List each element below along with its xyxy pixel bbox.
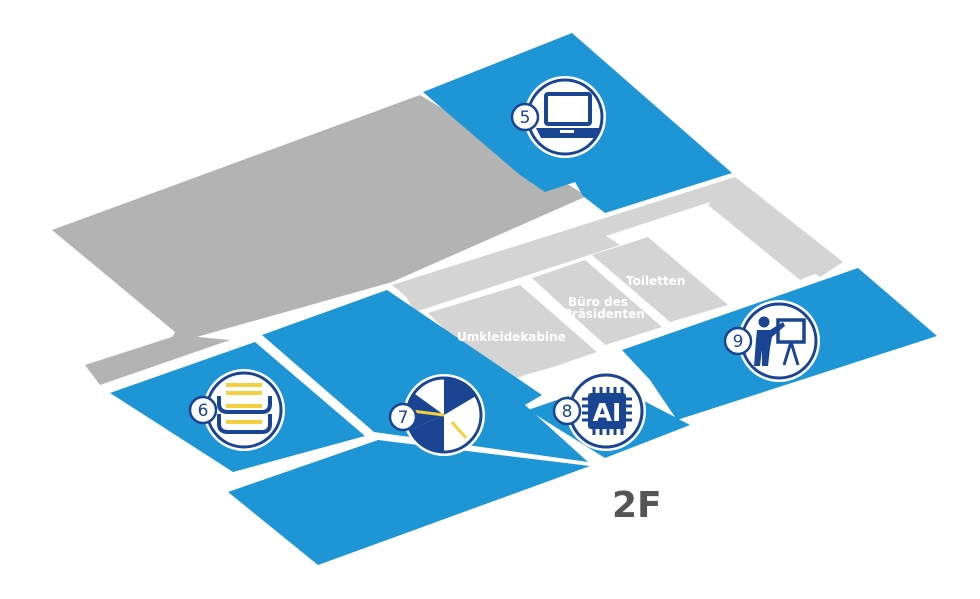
label-president-office-line2: Präsidenten xyxy=(563,307,645,321)
marker-number-5: 5 xyxy=(520,108,531,128)
room-president-office[interactable] xyxy=(532,260,662,345)
marker-9[interactable]: 9 xyxy=(723,300,820,382)
label-toilets: Toiletten xyxy=(626,274,685,288)
ai-chip-label: AI xyxy=(593,398,622,427)
marker-number-9: 9 xyxy=(733,332,744,352)
gray-strip-left xyxy=(85,335,230,385)
marker-number-7: 7 xyxy=(398,408,409,428)
corridor-bottom xyxy=(405,232,620,312)
marker-7[interactable]: 7 xyxy=(388,374,485,456)
laptop-icon xyxy=(536,92,600,138)
floor-label: 2F xyxy=(612,485,662,526)
marker-6[interactable]: 6 xyxy=(188,369,285,451)
presenter-icon xyxy=(754,316,806,366)
marker-number-8: 8 xyxy=(562,402,573,422)
room-changing-room[interactable] xyxy=(428,285,597,383)
label-president-office-line1: Büro des xyxy=(568,295,628,309)
room-toilets[interactable] xyxy=(592,237,728,322)
ai-chip-icon: AI xyxy=(582,387,632,435)
marker-5[interactable]: 5 xyxy=(510,76,606,158)
room-7-statistics[interactable] xyxy=(262,290,588,462)
marker-number-6: 6 xyxy=(198,401,209,421)
label-changing-room: Umkleidekabine xyxy=(457,330,566,344)
marker-8[interactable]: AI 8 xyxy=(552,371,646,451)
gray-area-upper-left xyxy=(52,95,587,345)
server-stack-icon xyxy=(217,383,272,434)
corridor-right xyxy=(708,177,843,280)
room-bottom-hall[interactable] xyxy=(228,440,590,565)
